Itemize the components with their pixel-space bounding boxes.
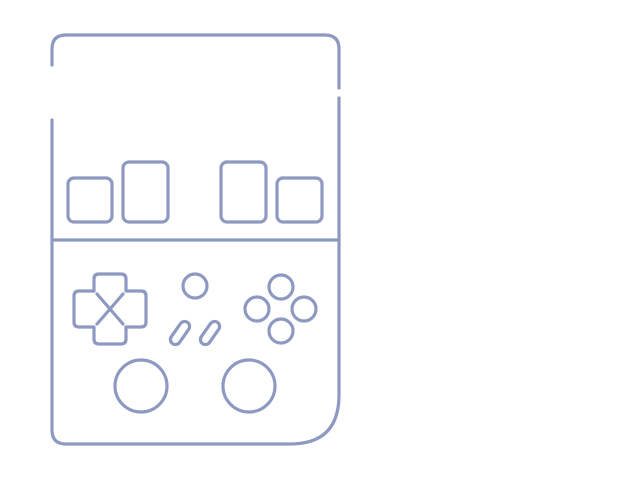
console-body-outline bbox=[50, 33, 341, 90]
left-analog-stick-icon bbox=[113, 358, 169, 414]
home-button-icon bbox=[181, 272, 209, 300]
start-button-icon bbox=[198, 319, 222, 347]
select-button-icon bbox=[168, 319, 192, 347]
right-small-shoulder-button bbox=[275, 176, 324, 224]
dpad-icon bbox=[72, 272, 148, 346]
right-tall-shoulder-button bbox=[219, 160, 268, 224]
left-small-shoulder-button bbox=[66, 176, 114, 224]
face-button-bottom-icon bbox=[267, 317, 295, 345]
console-outline-group bbox=[50, 33, 341, 446]
console-body-right-side bbox=[50, 96, 341, 446]
face-button-top-icon bbox=[267, 273, 295, 301]
dpad-diagonal-b bbox=[95, 292, 125, 326]
left-tall-shoulder-button bbox=[121, 160, 170, 224]
face-button-left-icon bbox=[243, 295, 271, 323]
face-button-right-icon bbox=[290, 295, 318, 323]
right-analog-stick-icon bbox=[221, 358, 277, 414]
